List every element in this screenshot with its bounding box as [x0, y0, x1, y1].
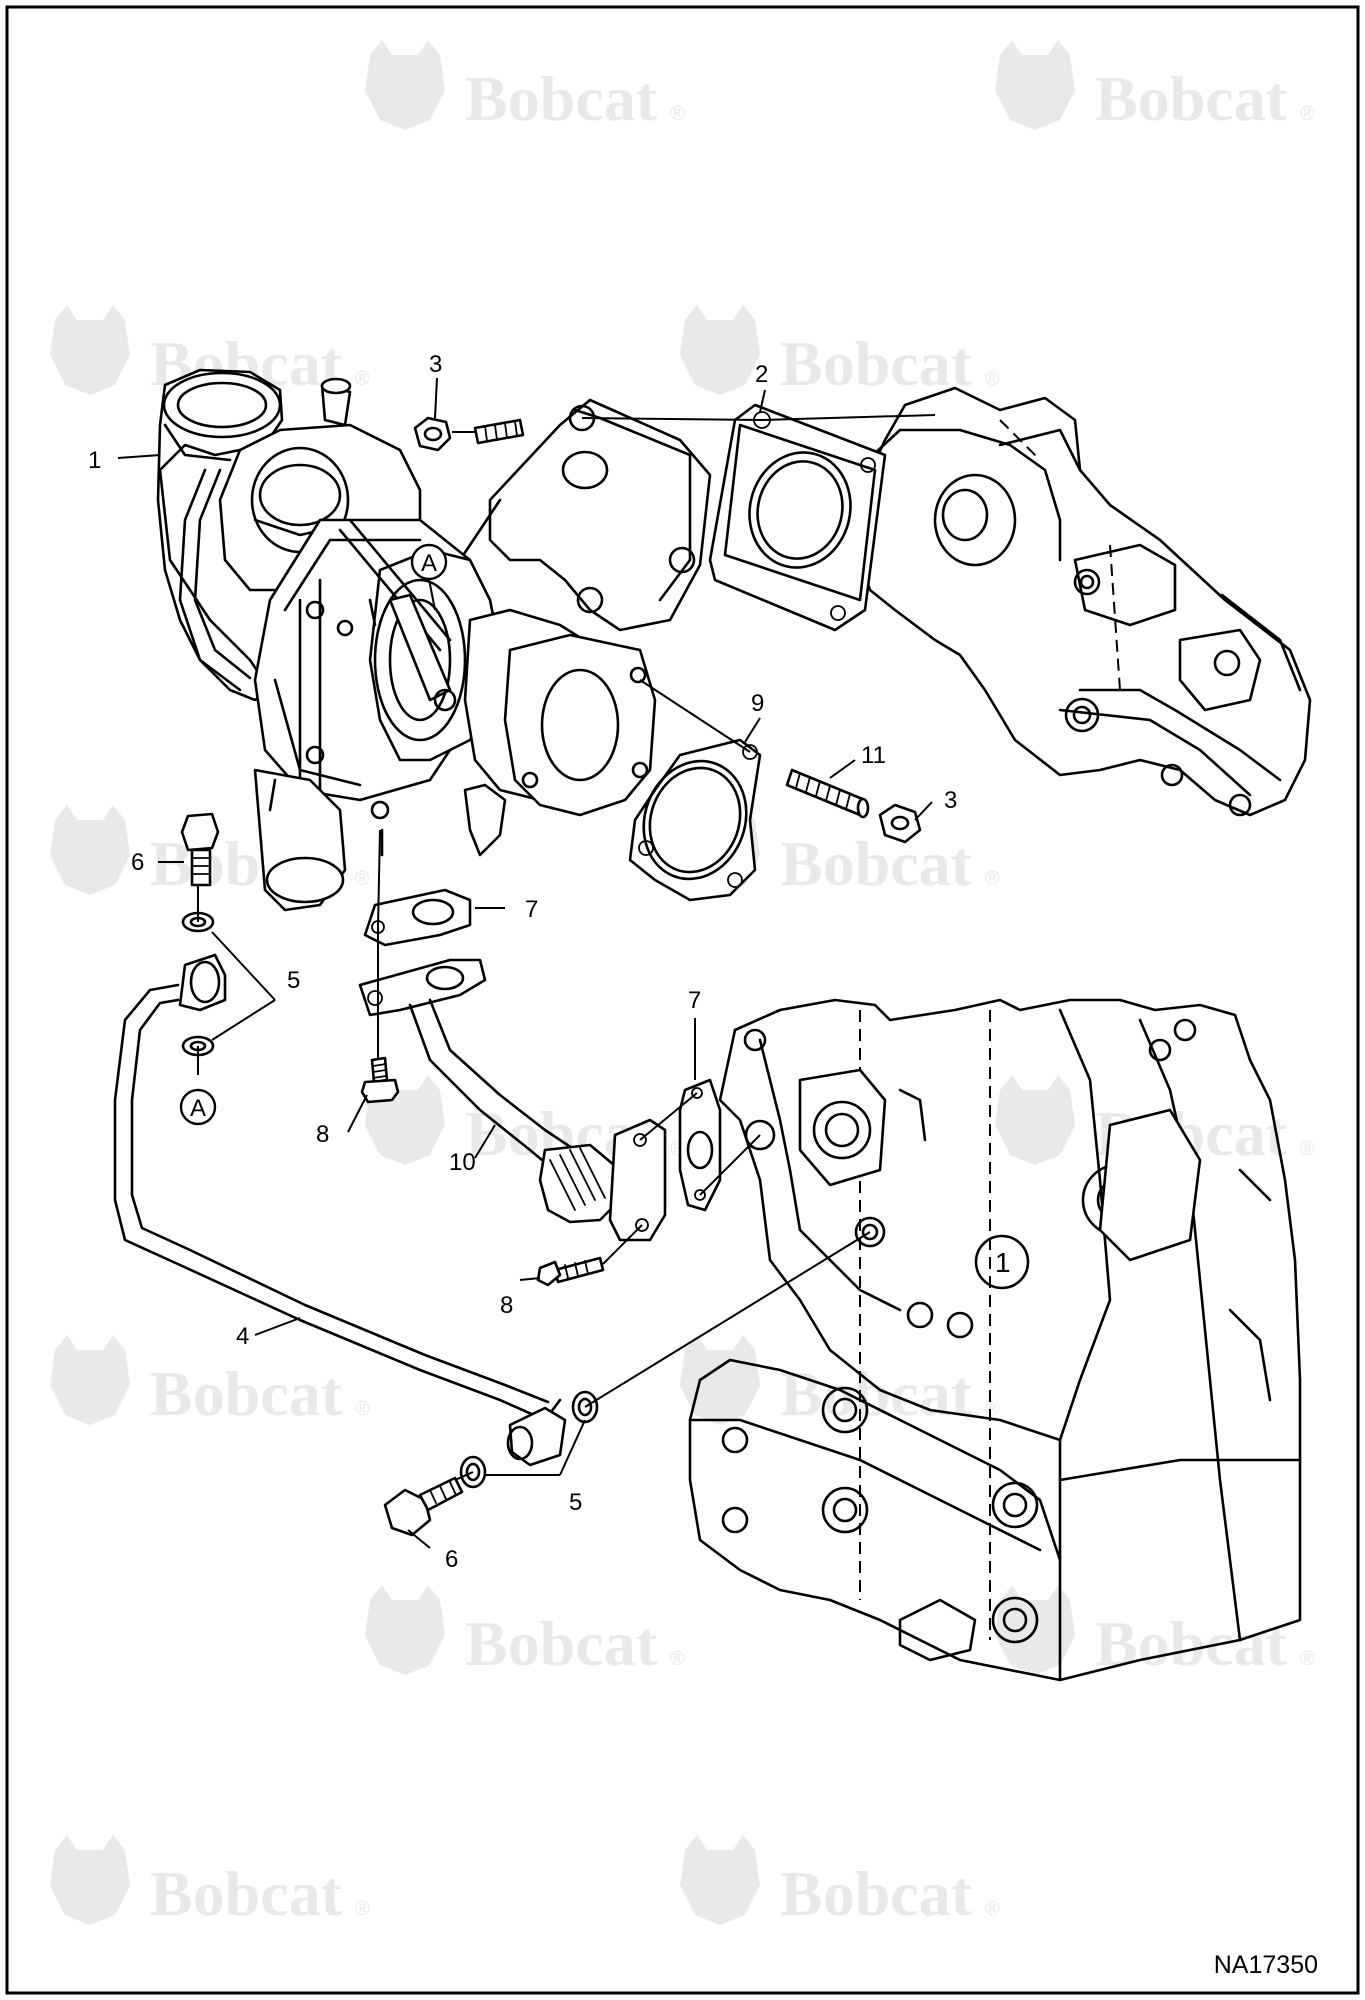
callout-2: 2: [755, 361, 768, 388]
callout-leaders: [117, 377, 933, 1549]
watermark-registered-mark: ®: [355, 1898, 370, 1920]
nut-3-top: [413, 416, 525, 452]
callout-10: 10: [449, 1149, 476, 1176]
turbocharger: [156, 368, 657, 912]
callout-7-lower: 7: [688, 987, 701, 1014]
watermark-text: Bobcat: [465, 63, 658, 134]
svg-text:1: 1: [995, 1247, 1011, 1278]
callout-6-upper: 6: [131, 849, 144, 876]
watermark-registered-mark: ®: [985, 1898, 1000, 1920]
drawing-number: NA17350: [1214, 1951, 1318, 1979]
watermark-registered-mark: ®: [355, 368, 370, 390]
bobcat-head-logo: Bobcat ®: [995, 1585, 1315, 1679]
bolt-8-upper: [360, 1056, 400, 1104]
oil-return-tube-10: [358, 958, 667, 1242]
watermark-text: Bobcat: [780, 1358, 973, 1429]
callout-8-lower: 8: [500, 1292, 513, 1319]
bobcat-head-logo: Bobcat ®: [680, 1335, 1000, 1429]
callout-7-upper: 7: [525, 896, 538, 923]
gasket-9: [628, 738, 762, 902]
bobcat-head-logo: Bobcat ®: [365, 1585, 685, 1679]
reference-label: A: [421, 550, 437, 577]
gasket-2: [708, 403, 887, 632]
watermark-registered-mark: ®: [355, 868, 370, 890]
gasket-7-lower: [678, 1078, 722, 1212]
watermark-text: Bobcat: [780, 1858, 973, 1929]
engine-block: 1: [688, 998, 1302, 1682]
callout-5-upper: 5: [287, 967, 300, 994]
callout-1: 1: [88, 447, 101, 474]
watermark-text: Bobcat: [1095, 63, 1288, 134]
watermark-text: Bobcat: [150, 1858, 343, 1929]
watermark-registered-mark: ®: [985, 868, 1000, 890]
watermark-registered-mark: ®: [355, 1398, 370, 1420]
reference-label: A: [190, 1095, 206, 1122]
callout-11: 11: [861, 742, 886, 769]
reference-marker-a-upper: A: [410, 543, 448, 611]
reference-marker-a-lower: A: [179, 1088, 217, 1126]
watermark-registered-mark: ®: [1300, 1648, 1315, 1670]
callout-3-lower: 3: [944, 787, 957, 814]
bobcat-head-logo: Bobcat ®: [995, 40, 1315, 134]
watermark-text: Bobcat: [780, 828, 973, 899]
stud-11: [785, 768, 870, 819]
watermark-text: Bobcat: [1095, 1608, 1288, 1679]
callout-4: 4: [236, 1323, 249, 1350]
callout-labels: 1 2 3 3 4 5 5 6 6 7 7 8 8 9 10 11: [88, 351, 957, 1573]
banjo-bolt-6-lower: [383, 1476, 464, 1537]
assembly-lines: [197, 414, 936, 1481]
bobcat-head-logo: Bobcat ®: [680, 305, 1000, 399]
watermark-registered-mark: ®: [985, 1398, 1000, 1420]
watermark-registered-mark: ®: [985, 368, 1000, 390]
callout-9: 9: [751, 690, 764, 717]
callout-3-top: 3: [429, 351, 442, 378]
banjo-bolt-6-upper: [180, 812, 220, 887]
callout-5-lower: 5: [569, 1489, 582, 1516]
bobcat-head-logo: Bobcat ®: [50, 1335, 370, 1429]
gasket-7-upper: [363, 888, 472, 947]
watermark-layer: Bobcat®Bobcat®Bobcat®Bobcat®Bobcat®Bobca…: [50, 40, 1315, 1929]
watermark-registered-mark: ®: [670, 1648, 685, 1670]
callout-6-lower: 6: [445, 1546, 458, 1573]
watermark-text: Bobcat: [780, 328, 973, 399]
bobcat-head-logo: Bobcat ®: [50, 1835, 370, 1929]
washers-5: [181, 911, 599, 1489]
bolt-8-lower: [536, 1256, 605, 1287]
watermark-text: Bobcat: [465, 1608, 658, 1679]
bobcat-head-logo: Bobcat ®: [365, 40, 685, 134]
oil-supply-tube-4: [113, 953, 567, 1467]
page-border: [5, 5, 1360, 1995]
exhaust-manifold: [853, 386, 1312, 817]
watermark-registered-mark: ®: [1300, 103, 1315, 125]
nut-3-lower: [878, 803, 922, 844]
watermark-registered-mark: ®: [670, 103, 685, 125]
watermark-text: Bobcat: [150, 1358, 343, 1429]
watermark-registered-mark: ®: [1300, 1138, 1315, 1160]
callout-8-upper: 8: [316, 1121, 329, 1148]
bobcat-head-logo: Bobcat ®: [680, 1835, 1000, 1929]
